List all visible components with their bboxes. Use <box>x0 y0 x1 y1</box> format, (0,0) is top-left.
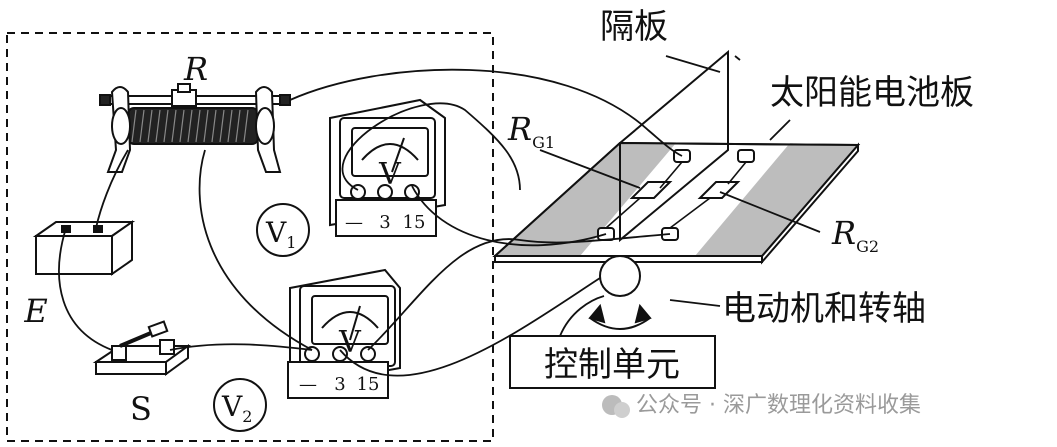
motor-label: 电动机和转轴 <box>722 289 926 329</box>
v2-label: V2 <box>221 390 252 426</box>
rg2-label: RG2 <box>831 214 879 256</box>
panel-internal-wires <box>605 161 747 229</box>
control-unit-box <box>509 335 716 389</box>
partition-board <box>619 49 729 243</box>
v1-terminal-3: 3 <box>379 212 390 233</box>
solar-panel <box>492 141 861 265</box>
motor-shaft <box>588 255 652 330</box>
solar-panel-label: 太阳能电池板 <box>770 73 974 113</box>
switch-label: S <box>130 390 152 428</box>
rg1-label: RG1 <box>507 110 555 152</box>
v1-terminal-15: 15 <box>403 212 426 233</box>
watermark-text: 公众号 · 深广数理化资料收集 <box>636 393 921 418</box>
switch <box>92 320 192 376</box>
wires <box>58 55 821 377</box>
v1-label: V1 <box>265 216 296 252</box>
v1-dial-symbol: V <box>378 157 402 192</box>
control-unit-label: 控制单元 <box>544 345 680 385</box>
v2-terminal-3: 3 <box>334 374 345 395</box>
watermark: 公众号 · 深广数理化资料收集 <box>602 393 921 418</box>
voltmeter-v2 <box>287 268 401 399</box>
photoresistor-rg2 <box>697 181 741 199</box>
battery <box>32 220 136 276</box>
v1-label-circle <box>256 203 310 257</box>
v2-dial-symbol: V <box>338 325 362 360</box>
rheostat-label: R <box>183 50 208 88</box>
rheostat <box>99 83 291 173</box>
v2-terminal-neg: — <box>299 374 317 395</box>
photoresistor-rg1 <box>629 181 673 199</box>
v2-label-circle <box>213 378 267 432</box>
v1-terminal-neg: — <box>345 212 363 233</box>
battery-label: E <box>23 292 47 330</box>
dashed-enclosure <box>6 32 494 442</box>
partition-label: 隔板 <box>600 7 668 47</box>
v2-terminal-15: 15 <box>357 374 380 395</box>
